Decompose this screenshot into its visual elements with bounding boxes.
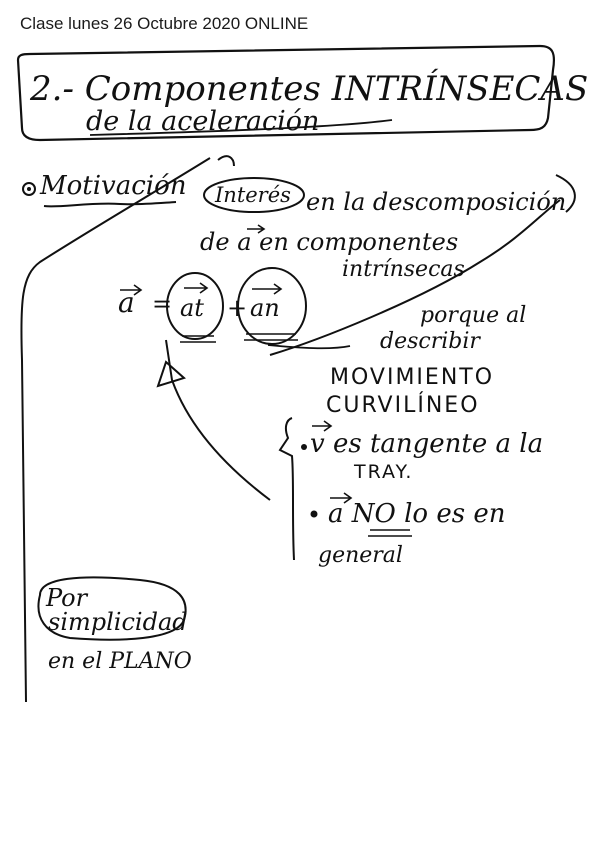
heading-frame <box>16 44 556 142</box>
heading-line-2: de la aceleración <box>86 106 319 137</box>
bullet-dot <box>22 182 36 196</box>
v-tangent-line-1: v es tangente a la <box>310 429 543 459</box>
swoop-curve <box>269 199 561 356</box>
eq-a: a <box>118 286 135 319</box>
decomposition-bracket <box>555 174 576 213</box>
simplicity-line-2: simplicidad <box>48 608 188 636</box>
eq-an: an <box>250 294 280 322</box>
motivation-underline <box>43 201 177 208</box>
upper-arc <box>217 155 235 167</box>
pointer-arrow <box>156 339 271 501</box>
a-not-line-2: general <box>318 543 403 568</box>
page-header: Clase lunes 26 Octubre 2020 ONLINE <box>20 14 309 33</box>
reason-line-3: MOVIMIENTO <box>330 365 494 390</box>
heading-underline <box>89 119 393 136</box>
reason-line-1: porque al <box>420 303 526 328</box>
simplicity-circle <box>37 576 187 641</box>
interest-word: Interés <box>214 183 291 207</box>
interest-circle <box>203 177 305 213</box>
left-bracket <box>20 157 211 703</box>
v-tangent-line-2: TRAY. <box>353 461 413 483</box>
a-not-line-1: a NO lo es en <box>328 499 505 529</box>
statement-bracket <box>278 417 295 561</box>
simplicity-line-3: en el PLANO <box>48 649 192 674</box>
decomposition-line-2: de a en componentes <box>200 228 458 256</box>
eq-at: at <box>180 294 204 322</box>
reason-line-2: describir <box>380 329 481 354</box>
decomposition-line-3: intrínsecas <box>342 257 465 282</box>
motivation-label: Motivación <box>39 171 187 201</box>
reason-line-4: CURVILÍNEO <box>326 392 480 418</box>
heading-line-1: 2.- Componentes INTRÍNSECAS <box>29 68 588 109</box>
an-circle <box>237 267 307 345</box>
simplicity-line-1: Por <box>45 584 89 612</box>
at-circle <box>166 272 224 340</box>
decomposition-line-1: en la descomposición <box>306 188 566 216</box>
